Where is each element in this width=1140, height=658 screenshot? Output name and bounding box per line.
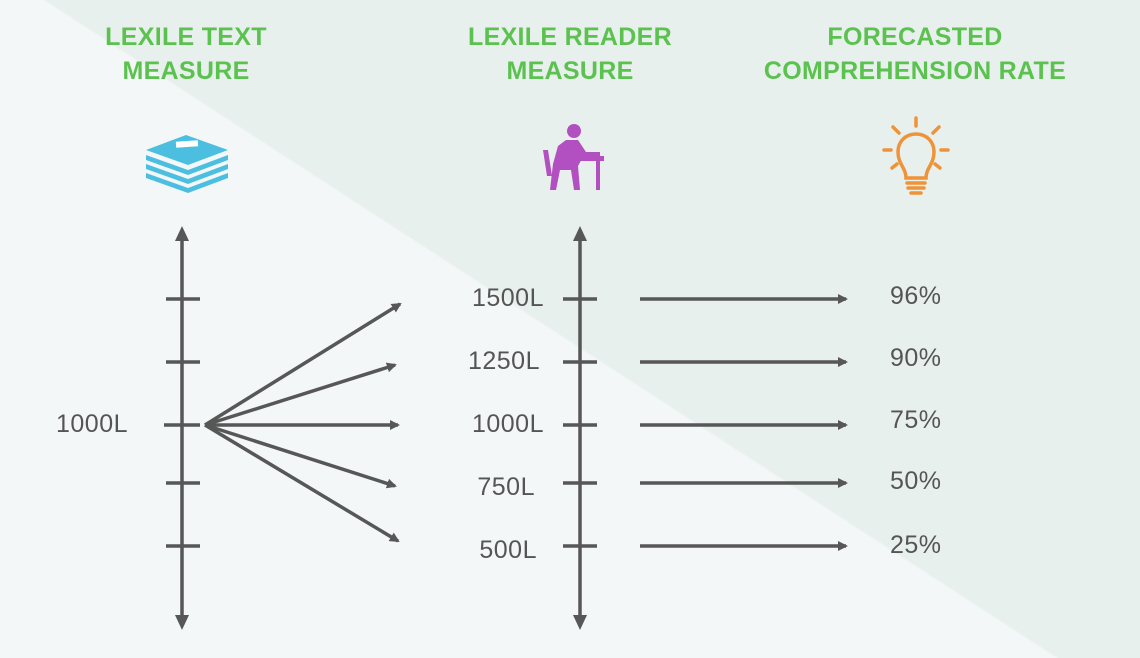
fan-arrow-750 [204, 423, 397, 489]
comprehension-rate: 50% [890, 467, 942, 495]
fan-arrow-1250 [204, 362, 397, 427]
fan-arrow-500 [204, 423, 400, 543]
reader-level-label: 1500L [471, 284, 544, 312]
axis-arrow-up-icon [175, 226, 189, 241]
fan-arrows [204, 302, 402, 543]
heading-line-2: MEASURE [506, 57, 634, 85]
rate-arrows [640, 294, 848, 551]
heading-lexile-reader-measure: LEXILE READER MEASURE [450, 20, 690, 88]
text-measure-axis [164, 226, 200, 630]
comprehension-rate: 75% [890, 406, 942, 434]
lightbulb-icon [882, 116, 950, 195]
heading-line-2: COMPREHENSION RATE [763, 57, 1067, 85]
reader-level-label: 1250L [467, 347, 540, 375]
comprehension-rate: 25% [890, 531, 942, 559]
fan-arrow-1500 [204, 302, 402, 427]
reader-measure-axis [563, 226, 597, 630]
reader-level-label: 750L [477, 473, 535, 501]
heading-line-1: FORECASTED [827, 23, 1003, 51]
axis-arrow-up-icon [573, 226, 587, 241]
stacked-books-icon [146, 135, 228, 193]
comprehension-rate: 90% [890, 344, 942, 372]
heading-line-1: LEXILE TEXT [105, 23, 267, 51]
comprehension-rate: 96% [890, 282, 942, 310]
text-measure-label: 1000L [56, 410, 129, 438]
axis-arrow-down-icon [573, 615, 587, 630]
heading-forecasted-comprehension: FORECASTED COMPREHENSION RATE [740, 20, 1090, 88]
heading-lexile-text-measure: LEXILE TEXT MEASURE [86, 20, 286, 88]
reader-at-desk-icon [543, 124, 604, 190]
reader-level-label: 1000L [471, 410, 544, 438]
heading-line-1: LEXILE READER [468, 23, 672, 51]
reader-level-label: 500L [479, 536, 537, 564]
axis-arrow-down-icon [175, 615, 189, 630]
heading-line-2: MEASURE [122, 57, 250, 85]
